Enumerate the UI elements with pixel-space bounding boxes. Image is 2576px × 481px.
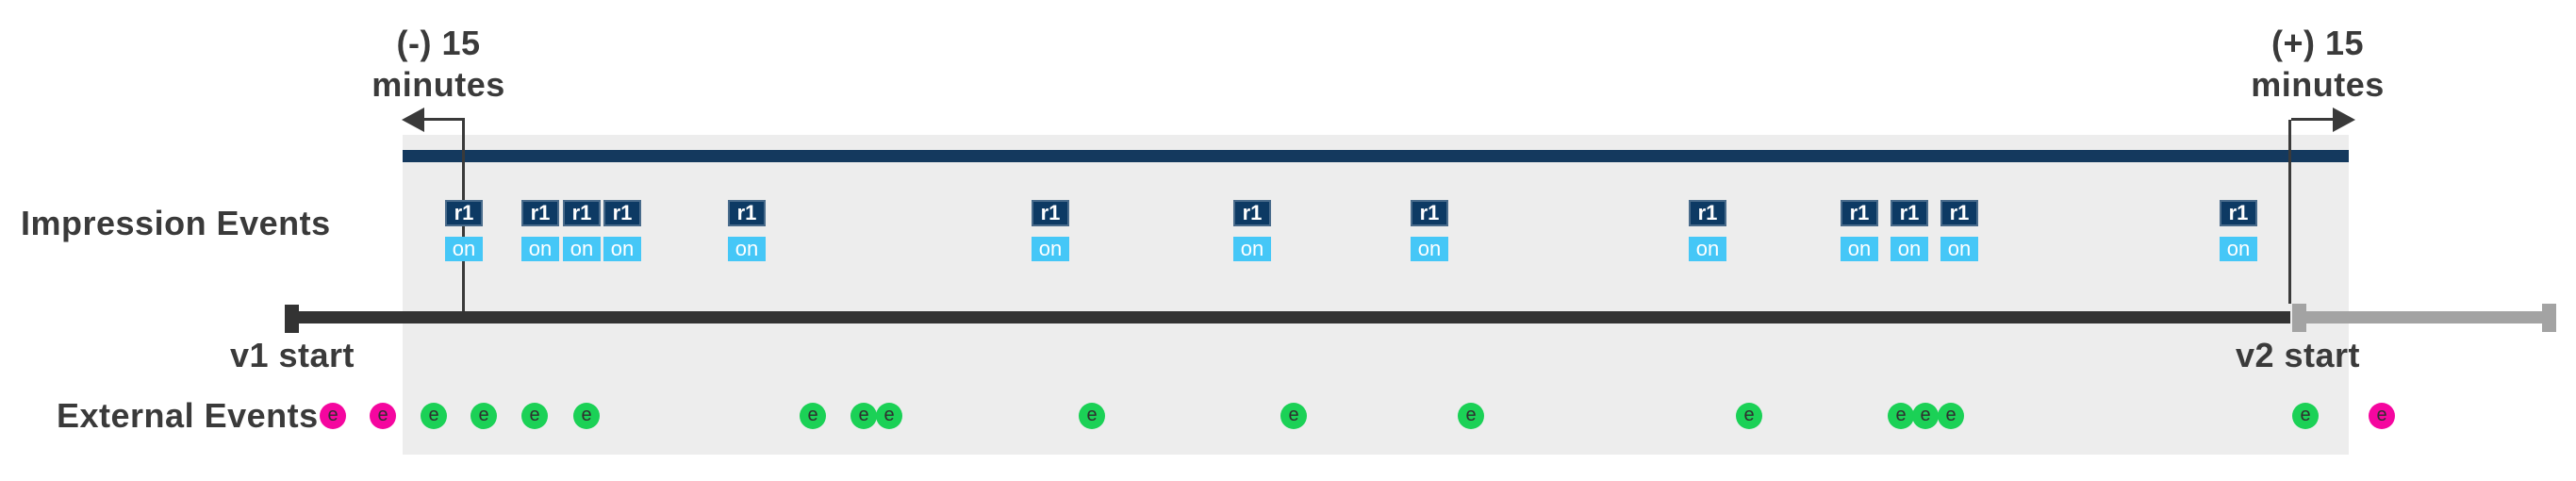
plus-15-reference-line [2288, 120, 2291, 304]
background-panel [403, 135, 2349, 455]
plus-15-line1: (+) 15 [2271, 24, 2365, 62]
v2-start-cap [2292, 304, 2306, 332]
minus-15-line2: minutes [372, 65, 505, 104]
v2-timeline-bar [2292, 311, 2550, 323]
external-event-dot-magenta: e [2369, 403, 2395, 429]
v2-end-cap [2542, 304, 2556, 332]
minus-15-line1: (-) 15 [396, 24, 481, 62]
v1-timeline-bar [285, 311, 2290, 323]
external-event-dot-magenta: e [370, 403, 396, 429]
plus-15-line2: minutes [2251, 65, 2385, 104]
plus-15-minutes-label: (+) 15 minutes [2204, 23, 2431, 106]
v2-start-label: v2 start [2235, 336, 2361, 374]
campaign-duration-bar [403, 150, 2349, 162]
minus-15-minutes-label: (-) 15 minutes [325, 23, 552, 106]
plus-15-arrow-shaft [2291, 118, 2337, 121]
arrow-left-icon [402, 108, 424, 132]
external-events-label: External Events [57, 396, 319, 435]
v1-start-label: v1 start [229, 336, 355, 374]
v1-start-cap [285, 305, 299, 333]
minus-15-reference-line [462, 120, 465, 311]
external-event-dot-magenta: e [320, 403, 346, 429]
arrow-right-icon [2333, 108, 2355, 132]
impression-events-label: Impression Events [21, 204, 331, 242]
minus-15-arrow-shaft [420, 118, 465, 121]
